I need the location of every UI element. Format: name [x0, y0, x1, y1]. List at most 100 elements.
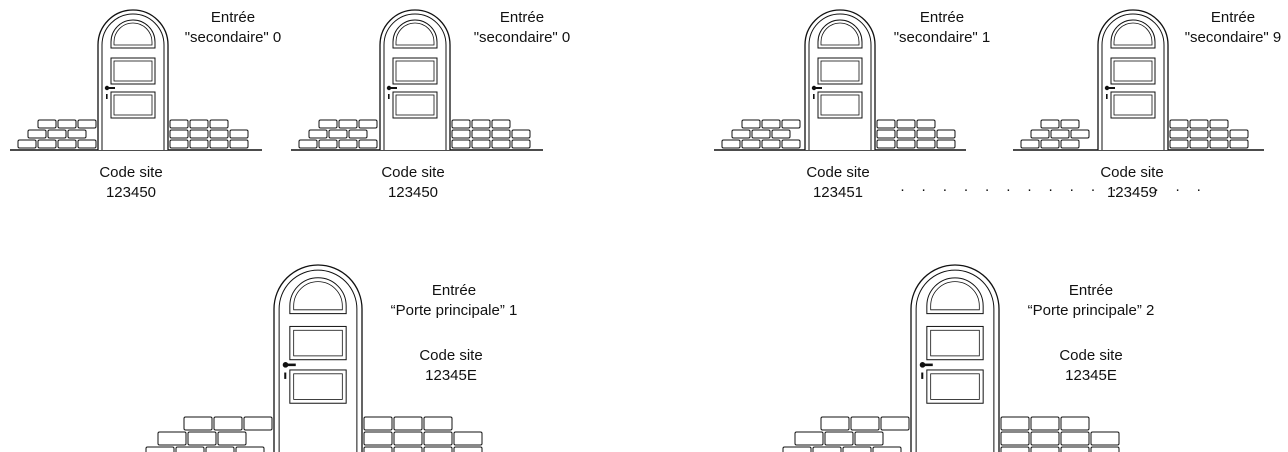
code-site-value: 12345E: [425, 367, 477, 384]
brick: [1050, 129, 1070, 139]
large-doors-group: [145, 264, 1120, 452]
door-frame: [804, 9, 876, 150]
brick: [169, 139, 189, 149]
brick: [896, 129, 916, 139]
brick: [751, 129, 771, 139]
brick: [187, 431, 217, 446]
brick: [209, 139, 229, 149]
brick: [1060, 446, 1090, 452]
brick: [57, 119, 77, 129]
brick: [175, 446, 205, 452]
brick: [209, 119, 229, 129]
door-panel-inner: [395, 94, 435, 116]
entry-word: Entrée: [210, 9, 256, 26]
secondary-entrance-0: [10, 9, 262, 151]
brick: [876, 129, 896, 139]
brick: [37, 139, 57, 149]
door-panel: [110, 91, 156, 119]
brick: [1030, 431, 1060, 446]
brick: [363, 446, 393, 452]
brick: [842, 446, 872, 452]
door-frame: [910, 264, 1000, 452]
brick: [794, 431, 824, 446]
keyhole-icon: [1106, 94, 1108, 99]
brick: [205, 446, 235, 452]
brick: [916, 139, 936, 149]
brick: [896, 139, 916, 149]
site-code-label-0a: Code site 123450: [99, 163, 162, 203]
code-site-caption: Code site: [99, 164, 163, 181]
entry-name: "secondaire" 9: [1184, 29, 1282, 46]
brick: [47, 129, 67, 139]
secondary-entrance-3: [1013, 9, 1264, 151]
brick: [27, 129, 47, 139]
brick: [741, 139, 761, 149]
brick: [850, 416, 880, 431]
brick: [876, 139, 896, 149]
brick: [731, 129, 751, 139]
keyhole-icon: [921, 372, 924, 379]
code-site-value: 123459: [1106, 184, 1158, 201]
brick: [358, 139, 378, 149]
brick: [1189, 139, 1209, 149]
fanlight-inner: [293, 281, 343, 311]
door-panel: [392, 57, 438, 85]
brick: [1000, 446, 1030, 452]
brick: [916, 119, 936, 129]
brick: [1030, 446, 1060, 452]
brick: [423, 446, 453, 452]
entry-word: Entrée: [499, 9, 545, 26]
keyhole-icon: [284, 372, 287, 379]
code-site-value: 123450: [387, 184, 439, 201]
entry-label-main-door-1: Entrée “Porte principale” 1: [391, 281, 518, 321]
main-entrance-0: [145, 264, 483, 452]
door-panel: [926, 369, 984, 404]
brick: [1189, 129, 1209, 139]
brick: [77, 139, 97, 149]
brick: [235, 446, 265, 452]
brick: [318, 119, 338, 129]
code-site-caption: Code site: [1100, 164, 1164, 181]
brick: [37, 119, 57, 129]
brick: [1209, 129, 1229, 139]
brick: [471, 119, 491, 129]
brick: [876, 119, 896, 129]
entry-label-secondary-9: Entrée "secondaire" 9: [1185, 8, 1282, 48]
fanlight-inner: [820, 22, 860, 46]
secondary-entrance-1: [291, 9, 543, 151]
brick: [936, 139, 956, 149]
brick: [1229, 129, 1249, 139]
main-entrance-1: [782, 264, 1120, 452]
entry-name: “Porte principale” 1: [390, 302, 518, 319]
brick: [1209, 139, 1229, 149]
fanlight-window: [1110, 19, 1156, 49]
fanlight-inner: [930, 281, 980, 311]
brick: [880, 416, 910, 431]
brick: [169, 119, 189, 129]
brick: [451, 119, 471, 129]
door-panel-inner: [113, 60, 153, 82]
brick: [393, 416, 423, 431]
door-frame: [1097, 9, 1169, 150]
brick: [872, 446, 902, 452]
brick: [453, 446, 483, 452]
door-frame: [379, 9, 451, 150]
site-code-label-1: Code site 123451: [806, 163, 869, 203]
entry-label-secondary-0b: Entrée "secondaire" 0: [474, 8, 571, 48]
code-site-value: 123451: [812, 184, 864, 201]
door-panel: [926, 325, 984, 361]
brick: [77, 119, 97, 129]
brick: [471, 129, 491, 139]
door-leaf: [383, 13, 447, 150]
door-panel: [817, 57, 863, 85]
site-code-label-0b: Code site 123450: [381, 163, 444, 203]
door-frame: [273, 264, 363, 452]
fanlight-window: [110, 19, 156, 49]
brick: [298, 139, 318, 149]
brick: [511, 129, 531, 139]
brick: [1229, 139, 1249, 149]
keyhole-icon: [388, 94, 390, 99]
door-panel: [289, 325, 347, 361]
brick: [348, 129, 368, 139]
